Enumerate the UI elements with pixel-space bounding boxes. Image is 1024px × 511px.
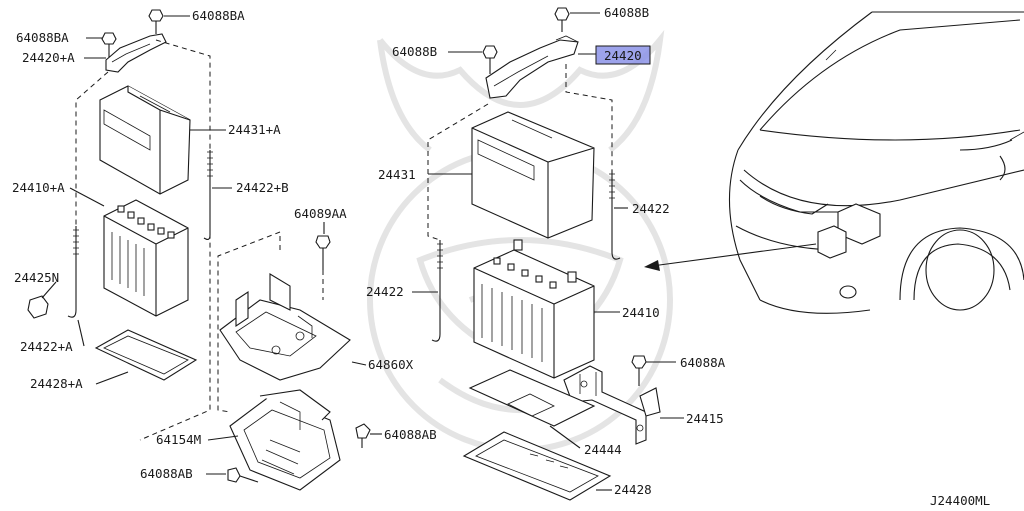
label-64860X[interactable]: 64860X: [368, 357, 414, 372]
label-24425N[interactable]: 24425N: [14, 270, 59, 285]
label-64089AA[interactable]: 64089AA: [294, 206, 347, 221]
bracket-24415-icon[interactable]: [563, 365, 661, 445]
bolt-64088A-icon[interactable]: [631, 355, 647, 386]
label-64088BA-2[interactable]: 64088BA: [16, 30, 69, 45]
label-24422A[interactable]: 24422+A: [20, 339, 73, 354]
highlight-box-24420[interactable]: [595, 45, 651, 65]
bracket-24420-icon[interactable]: [485, 35, 579, 99]
battery-24410-icon[interactable]: [473, 239, 595, 379]
bracket-24420A-icon[interactable]: [105, 33, 167, 73]
bracket-64860X-icon[interactable]: [219, 273, 351, 381]
bolt-64088BA-icon[interactable]: [148, 9, 164, 34]
bolt-64088B-top-icon[interactable]: [554, 7, 570, 32]
tray-24428-icon[interactable]: [462, 431, 612, 501]
rod-24422A-icon[interactable]: [67, 226, 79, 318]
diagram-code: J24400ML: [930, 493, 990, 508]
tray-24428A-icon[interactable]: [94, 329, 198, 381]
battery-cover-24431-icon[interactable]: [471, 111, 595, 239]
bolt-64088B-left-icon[interactable]: [482, 45, 498, 74]
bracket-64154M-icon[interactable]: [229, 389, 341, 491]
label-64088B[interactable]: 64088B: [604, 5, 649, 20]
label-64088B-2[interactable]: 64088B: [392, 44, 437, 59]
label-64154M[interactable]: 64154M: [156, 432, 201, 447]
battery-24410A-icon[interactable]: [103, 199, 189, 317]
label-64088AB-2[interactable]: 64088AB: [140, 466, 193, 481]
rod-24422B-icon[interactable]: [203, 150, 213, 240]
label-24422B[interactable]: 24422+B: [236, 180, 289, 195]
label-64088AB[interactable]: 64088AB: [384, 427, 437, 442]
label-24422-right[interactable]: 24422: [632, 201, 670, 216]
battery-cover-24431A-icon[interactable]: [99, 85, 191, 195]
bolt-64088BA-left-icon[interactable]: [101, 32, 117, 58]
label-24431A[interactable]: 24431+A: [228, 122, 281, 137]
label-24410[interactable]: 24410: [622, 305, 660, 320]
bolt-64089AA-icon[interactable]: [315, 235, 331, 270]
label-24422-left[interactable]: 24422: [366, 284, 404, 299]
label-24444[interactable]: 24444: [584, 442, 622, 457]
pad-24444-icon[interactable]: [468, 369, 596, 427]
label-64088BA[interactable]: 64088BA: [192, 8, 245, 23]
rod-24422-right-icon[interactable]: [609, 170, 621, 260]
label-24428[interactable]: 24428: [614, 482, 652, 497]
label-24428A[interactable]: 24428+A: [30, 376, 83, 391]
bolt-64088AB-right-icon[interactable]: [355, 423, 371, 448]
label-24415[interactable]: 24415: [686, 411, 724, 426]
label-24420A[interactable]: 24420+A: [22, 50, 75, 65]
rod-24422-left-icon[interactable]: [431, 240, 443, 342]
vehicle-locator-illustration: [728, 11, 1024, 314]
label-24410A[interactable]: 24410+A: [12, 180, 65, 195]
clip-24425N-icon[interactable]: [27, 295, 49, 319]
label-24431[interactable]: 24431: [378, 167, 416, 182]
bolt-64088AB-left-icon[interactable]: [227, 467, 259, 483]
label-24420[interactable]: 24420: [604, 48, 642, 63]
location-arrow-icon: [644, 243, 817, 271]
label-64088A[interactable]: 64088A: [680, 355, 726, 370]
